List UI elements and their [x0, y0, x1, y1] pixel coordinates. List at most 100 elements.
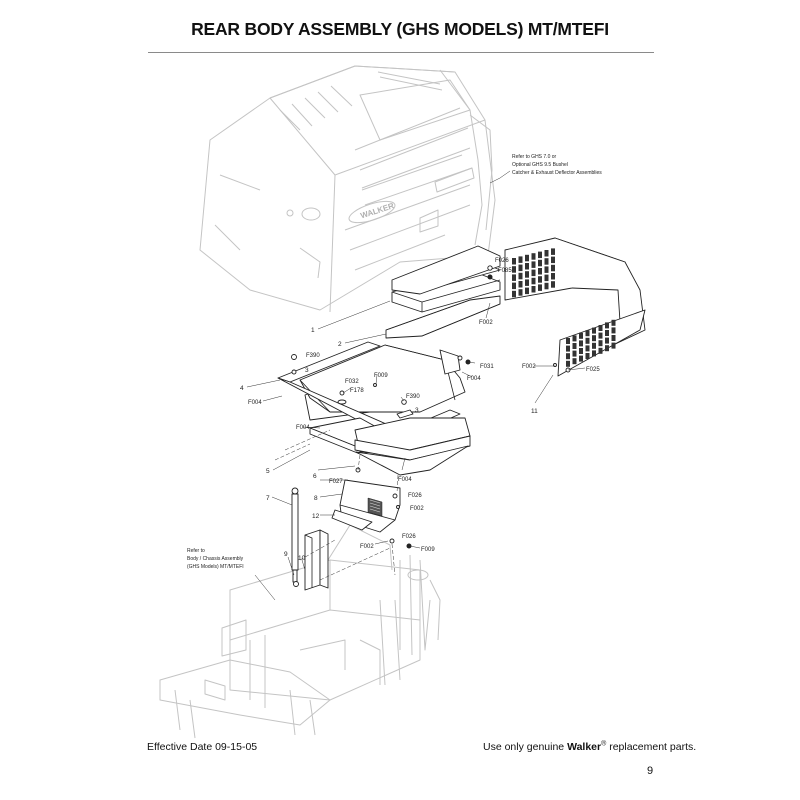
callout-4: 4 — [240, 385, 244, 392]
part-7-gas-strut — [291, 487, 299, 587]
callout-f026-top: F026 — [495, 258, 509, 264]
grille-slot — [605, 330, 609, 336]
grille-slot — [544, 250, 549, 257]
callout-3a: 3 — [305, 367, 309, 374]
note-top-line3: Catcher & Exhaust Deflector Assemblies — [512, 170, 602, 176]
callout-f178: F178 — [350, 388, 364, 394]
note-left-line3: (GHS Models) MT/MTEFI — [187, 564, 244, 570]
grille-slot — [611, 327, 616, 334]
grille-slot — [538, 259, 542, 267]
note-top-line1: Refer to GHS 7.0 or — [512, 154, 557, 160]
grille-slot — [525, 271, 529, 278]
callout-f085: F085 — [498, 268, 512, 274]
callout-f032: F032 — [345, 379, 359, 385]
registered-mark: ® — [601, 740, 607, 748]
callout-f004-right: F004 — [467, 376, 481, 382]
slogan-post: replacement parts. — [606, 741, 697, 753]
ghost-chassis — [159, 524, 441, 739]
callout-f002-low: F002 — [360, 544, 374, 550]
page-title: REAR BODY ASSEMBLY (GHS MODELS) MT/MTEFI — [191, 19, 609, 39]
grille-slot — [538, 284, 542, 291]
grille-slot — [518, 281, 523, 288]
grille-slot — [551, 281, 555, 288]
grille-slot — [525, 263, 529, 270]
reference-note-catcher: Refer to GHS 7.0 or Optional GHS 9.5 Bus… — [512, 154, 602, 176]
grille-slot — [592, 335, 596, 342]
grille-slot — [538, 268, 542, 275]
grille-slot — [611, 335, 616, 341]
leader-lines — [246, 170, 586, 601]
grille-slot — [592, 350, 596, 357]
grille-slot — [585, 330, 590, 337]
footer-slogan: Use only genuine Walker® replacement par… — [483, 740, 697, 754]
callout-f027: F027 — [329, 479, 343, 485]
callout-f026-low: F026 — [402, 534, 416, 540]
callout-12: 12 — [312, 513, 320, 520]
callout-f026-mid: F026 — [408, 493, 422, 499]
part-2-plate — [385, 295, 501, 339]
grille-slot — [525, 279, 529, 286]
grille-slot — [512, 258, 516, 265]
grille-slot — [566, 360, 570, 367]
callout-f004-tray: F004 — [296, 425, 310, 431]
grille-slot — [551, 248, 555, 255]
grille-slot — [579, 348, 583, 354]
grille-slot — [525, 254, 529, 262]
grille-slot — [598, 332, 603, 339]
callout-f390-right: F390 — [406, 394, 420, 400]
callout-2: 2 — [338, 341, 342, 348]
grille-slot — [551, 256, 555, 264]
note-left-line1: Refer to — [187, 548, 205, 554]
grille-slot — [544, 274, 549, 282]
part-1-top-plate — [391, 245, 501, 313]
grille-slot — [572, 358, 577, 365]
title-divider — [148, 52, 654, 53]
grille-slot — [512, 290, 516, 298]
grille-slot — [538, 251, 542, 259]
grille-slot — [572, 343, 577, 349]
callout-5: 5 — [266, 468, 270, 475]
part-11-grille-panels — [504, 237, 646, 377]
grille-slot — [544, 282, 549, 290]
callout-6: 6 — [313, 473, 317, 480]
grille-slot — [572, 350, 577, 357]
grille-slot — [592, 327, 596, 334]
grille-slot — [538, 276, 542, 283]
effective-date: Effective Date 09-15-05 — [147, 741, 258, 753]
callout-f004-left: F004 — [248, 400, 262, 406]
part-10-upright — [304, 529, 329, 591]
grille-slot — [579, 340, 583, 347]
grille-slot — [572, 335, 577, 342]
callout-f009-center: F009 — [374, 373, 388, 379]
hardware-fasteners — [291, 265, 571, 549]
part-8-baffle — [331, 479, 401, 533]
grille-slot — [531, 277, 536, 285]
grille-slot — [579, 355, 583, 362]
grille-slot — [531, 286, 536, 293]
grille-slot — [525, 287, 529, 295]
callout-8: 8 — [314, 495, 318, 502]
callout-7: 7 — [266, 495, 270, 502]
note-left-line2: Body / Chassis Assembly — [187, 556, 244, 562]
callout-9: 9 — [284, 551, 288, 558]
grille-slot — [512, 282, 516, 290]
grille-slot — [579, 332, 583, 339]
grille-slot — [605, 322, 609, 329]
grille-slot — [551, 264, 555, 272]
callout-f025: F025 — [586, 367, 600, 373]
callout-1: 1 — [311, 327, 315, 334]
grille-slot — [598, 347, 603, 354]
grille-slot — [518, 272, 523, 280]
reference-note-chassis: Refer to Body / Chassis Assembly (GHS Mo… — [187, 548, 244, 570]
slogan-brand: Walker — [567, 741, 602, 753]
grille-slot — [585, 353, 590, 359]
callout-f004-lower: F004 — [398, 477, 412, 483]
grille-slot — [566, 345, 570, 352]
callout-10: 10 — [298, 555, 306, 562]
grille-slot — [551, 273, 555, 280]
grille-slot — [592, 342, 596, 349]
callout-f002-mid: F002 — [410, 506, 424, 512]
callout-f031: F031 — [480, 364, 494, 370]
